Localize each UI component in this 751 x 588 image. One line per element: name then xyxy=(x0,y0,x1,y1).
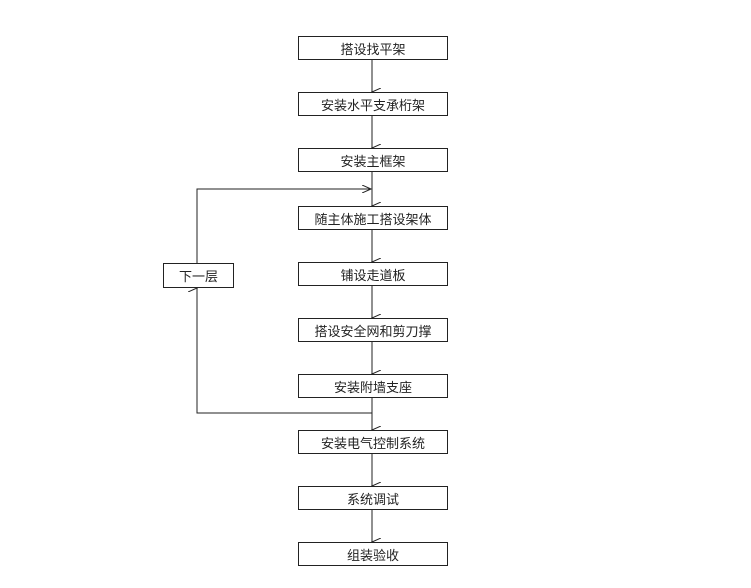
flow-step-label: 铺设走道板 xyxy=(340,268,406,284)
flow-step-box: 搭设找平架 xyxy=(298,36,448,60)
flow-step-box: 安装附墙支座 xyxy=(298,374,448,398)
flow-step-box: 安装电气控制系统 xyxy=(298,430,448,454)
flow-step-box: 铺设走道板 xyxy=(298,262,448,286)
loop-line-bottom xyxy=(196,189,371,263)
flow-step-label: 搭设安全网和剪刀撑 xyxy=(314,324,432,340)
next-floor-label: 下一层 xyxy=(178,270,218,285)
flow-step-label: 随主体施工搭设架体 xyxy=(314,212,432,228)
flow-step-box: 安装水平支承桁架 xyxy=(298,92,448,116)
flow-step-label: 安装附墙支座 xyxy=(333,380,412,396)
flow-step-box: 搭设安全网和剪刀撑 xyxy=(298,318,448,342)
flow-step-box: 组装验收 xyxy=(298,542,448,566)
flow-step-label: 系统调试 xyxy=(346,492,399,508)
flow-step-label: 安装主框架 xyxy=(340,154,406,170)
flow-step-box: 系统调试 xyxy=(298,486,448,510)
loop-line-top xyxy=(197,288,372,414)
next-floor-box: 下一层 xyxy=(163,263,234,288)
flow-step-label: 安装电气控制系统 xyxy=(320,436,425,452)
flow-step-box: 安装主框架 xyxy=(298,148,448,172)
flow-step-label: 搭设找平架 xyxy=(340,42,406,58)
flow-step-label: 组装验收 xyxy=(346,548,399,564)
flow-step-box: 随主体施工搭设架体 xyxy=(298,206,448,230)
flow-step-label: 安装水平支承桁架 xyxy=(320,98,425,114)
